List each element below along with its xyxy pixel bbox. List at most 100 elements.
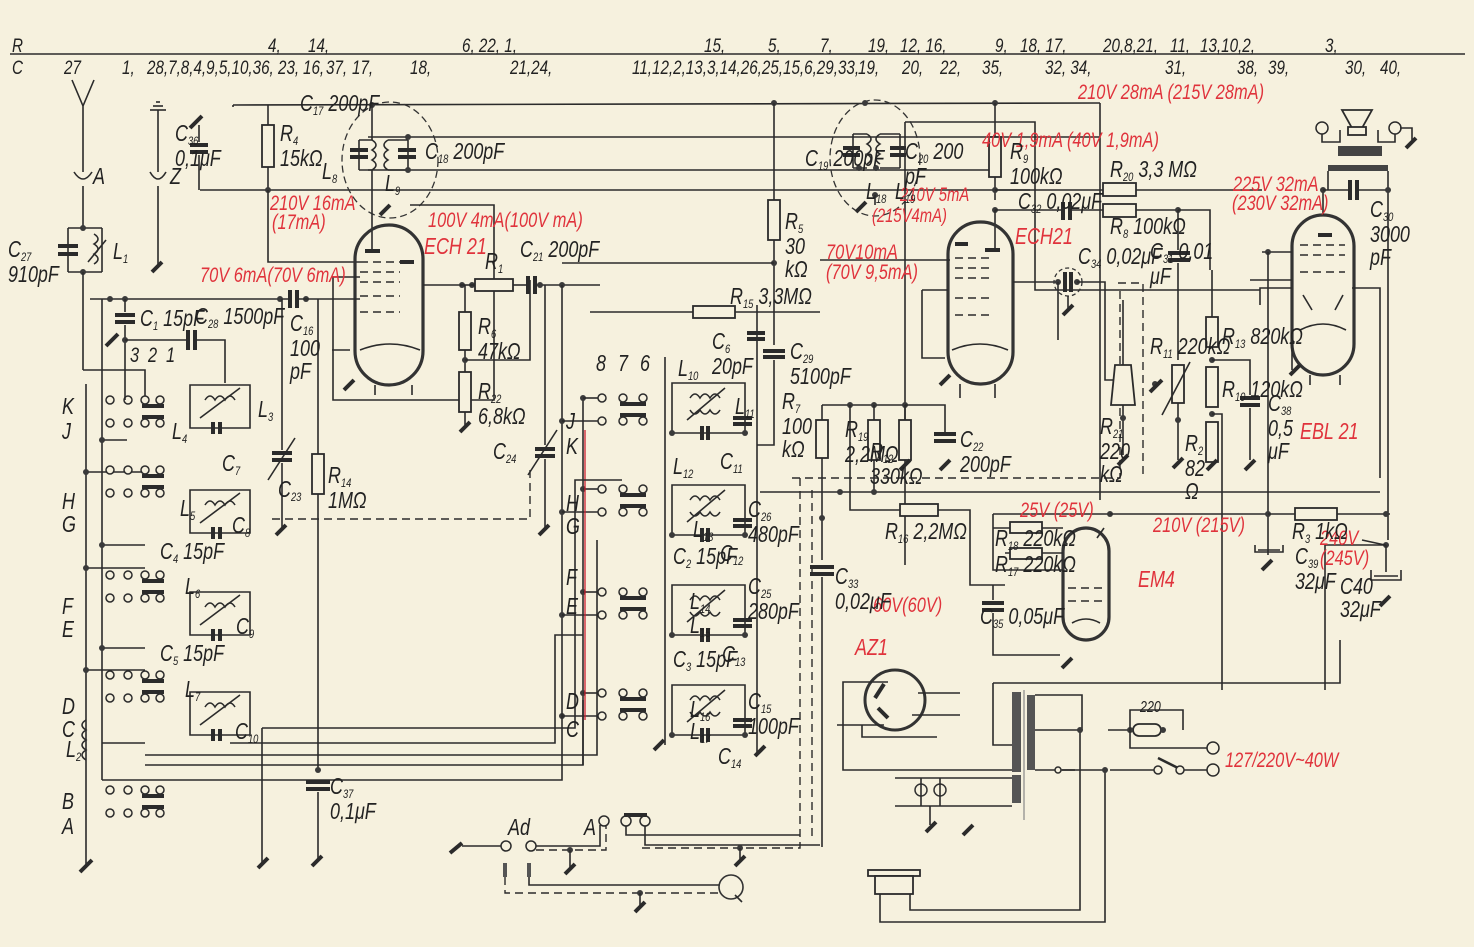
header-r-group: 12, 16,	[900, 36, 947, 57]
designator-subscript: 37	[342, 787, 354, 801]
label-c28: C28 1500pF	[195, 305, 284, 331]
designator-subscript: 22	[490, 392, 502, 406]
tube-v4-name: EM4	[1138, 566, 1175, 592]
designator-subscript: 10	[1234, 390, 1246, 404]
component-value: 6,8kΩ	[478, 403, 526, 429]
designator-subscript: 33	[847, 577, 859, 591]
switch-contact	[638, 484, 648, 494]
component-value: 0,1μF	[175, 145, 221, 171]
component-value: 15pF	[696, 646, 738, 672]
component-value: 0,02μF	[835, 588, 891, 614]
r9-resistor	[988, 100, 1110, 250]
component-designator: L1	[113, 238, 129, 266]
tuning-slug	[686, 689, 726, 723]
header-c-group: 17,	[352, 58, 374, 79]
designator-subscript: 38	[1280, 404, 1292, 418]
tuning-slug	[199, 594, 241, 626]
component-designator: C35	[980, 603, 1004, 631]
tube-v5-name: AZ1	[855, 634, 888, 660]
component-value: 0,02μF	[1046, 188, 1103, 214]
switch-position-label: E	[566, 593, 578, 619]
component-value: 0,05μF	[1008, 603, 1065, 629]
junction	[669, 430, 675, 436]
r15-resistor	[590, 305, 820, 341]
tube-ebl21	[1250, 187, 1381, 555]
designator-subscript: 17	[312, 104, 324, 118]
header-r-label: R	[12, 36, 23, 57]
component-value: 15pF	[183, 640, 225, 666]
switch-contact	[638, 393, 648, 403]
switch-contact	[155, 418, 165, 428]
switch-pin-number: 7	[618, 350, 628, 376]
designator-subscript: 26	[760, 510, 772, 524]
designator-subscript: 20	[1122, 170, 1134, 184]
junction	[742, 532, 748, 538]
switch-position-label: C	[62, 716, 75, 742]
component-value: 820kΩ	[1250, 323, 1303, 349]
label-c5: C5 15pF	[160, 640, 225, 668]
label-c12: C12	[720, 542, 743, 568]
switch-contact	[123, 570, 133, 580]
label-c17: C17 200pF	[300, 90, 379, 118]
label-c24: C24	[493, 440, 517, 466]
designator-subscript: 27	[20, 250, 32, 264]
label-l15: L15	[690, 614, 710, 640]
r7-c33	[640, 290, 1121, 849]
designator-subscript: 4	[172, 552, 179, 566]
component-designator: C17	[300, 90, 324, 118]
motor-terminal	[867, 869, 921, 895]
label-c8: C8	[232, 512, 251, 540]
r20-r8-c32	[1061, 182, 1262, 325]
designator-subscript: 28	[207, 317, 219, 331]
header-c-group: 28,7,8,4,9,5,10,36,	[147, 58, 274, 79]
r5-resistor	[562, 100, 785, 446]
component-designator: C27	[8, 236, 32, 264]
switch-contact	[123, 693, 133, 703]
component-designator: R18	[995, 525, 1019, 553]
coil-winding	[689, 495, 721, 502]
designator-subscript: 39	[1307, 557, 1319, 571]
component-designator: R7	[782, 388, 801, 416]
designator-subscript: 18	[1007, 539, 1019, 553]
header-r-group: 4,	[268, 36, 281, 57]
fuse-220	[1108, 709, 1220, 755]
designator-subscript: 11	[732, 462, 743, 476]
c1-c28-capacitors	[104, 296, 226, 400]
switch-contact	[597, 393, 607, 403]
bottom-bus	[102, 479, 622, 870]
component-designator: C8	[232, 512, 251, 540]
designator-subscript: 14	[340, 476, 352, 490]
tuning-slug	[686, 489, 726, 523]
designator-subscript: 13	[734, 655, 746, 669]
designator-subscript: 9	[248, 627, 255, 641]
switch-contact	[155, 593, 165, 603]
switch-contact	[105, 670, 115, 680]
designator-subscript: 19	[857, 430, 869, 444]
component-designator: R3	[1292, 518, 1311, 546]
designator-subscript: 11	[744, 407, 755, 421]
component-designator: C18	[425, 138, 449, 166]
component-value: 3000	[1370, 221, 1410, 247]
switch-position-label: K	[566, 433, 578, 459]
component-value: 32μF	[1340, 596, 1381, 622]
component-value: 330kΩ	[870, 463, 923, 489]
switch-contact	[140, 693, 150, 703]
designator-subscript: 24	[505, 452, 517, 466]
designator-subscript: 17	[1007, 565, 1019, 579]
earth-symbol	[149, 101, 167, 274]
label-c1: C1 15pF	[140, 307, 204, 333]
designator-subscript: 15	[742, 297, 754, 311]
coil-winding	[204, 500, 236, 507]
designator-subscript: 31	[1162, 252, 1174, 266]
label-l19: L19	[895, 180, 915, 206]
component-unit: kΩ	[785, 256, 808, 282]
component-unit: μF	[1268, 438, 1289, 464]
component-value: 120kΩ	[1250, 376, 1303, 402]
